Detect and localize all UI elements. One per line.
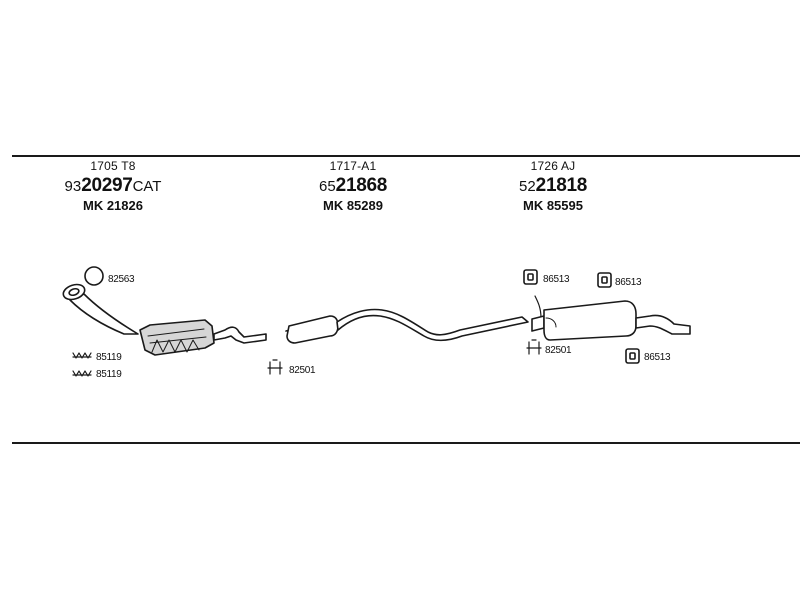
label-bolt: 85119 <box>96 369 122 380</box>
spring-bolt-icon <box>72 352 92 359</box>
section-rear-silencer: 1726 AJ 5221818 MK 85595 <box>498 160 608 212</box>
middle-silencer <box>285 308 529 344</box>
top-divider <box>12 155 800 157</box>
front-pipe-catalyst <box>62 283 267 356</box>
section-code: 1726 AJ <box>530 159 576 173</box>
label-clamp: 82501 <box>545 345 572 356</box>
hanger-icon <box>597 272 612 288</box>
label-bolt: 85119 <box>96 352 122 363</box>
rear-silencer <box>531 295 691 341</box>
spring-bolt-icon <box>72 370 92 377</box>
hanger-icon <box>625 348 640 364</box>
hanger-icon <box>523 269 538 285</box>
part-number: 6521868 <box>318 175 388 196</box>
mk-number: MK 21826 <box>83 198 143 213</box>
section-code: 1705 T8 <box>90 159 136 173</box>
label-hanger: 86513 <box>615 277 642 288</box>
mk-number: MK 85595 <box>523 198 583 213</box>
mk-number: MK 85289 <box>323 198 383 213</box>
part-number: 5221818 <box>518 175 588 196</box>
label-clamp: 82501 <box>289 365 316 376</box>
section-front-pipe: 1705 T8 9320297CAT MK 21826 <box>58 160 168 212</box>
clamp-icon <box>267 359 283 375</box>
section-code: 1717-A1 <box>329 159 377 173</box>
ring-gasket-icon <box>84 266 104 286</box>
part-number: 9320297CAT <box>64 175 162 196</box>
label-hanger: 86513 <box>543 274 570 285</box>
bottom-divider <box>12 442 800 444</box>
label-ring-gasket: 82563 <box>108 274 135 285</box>
clamp-icon <box>526 339 542 355</box>
label-hanger: 86513 <box>644 352 671 363</box>
section-middle-silencer: 1717-A1 6521868 MK 85289 <box>298 160 408 212</box>
